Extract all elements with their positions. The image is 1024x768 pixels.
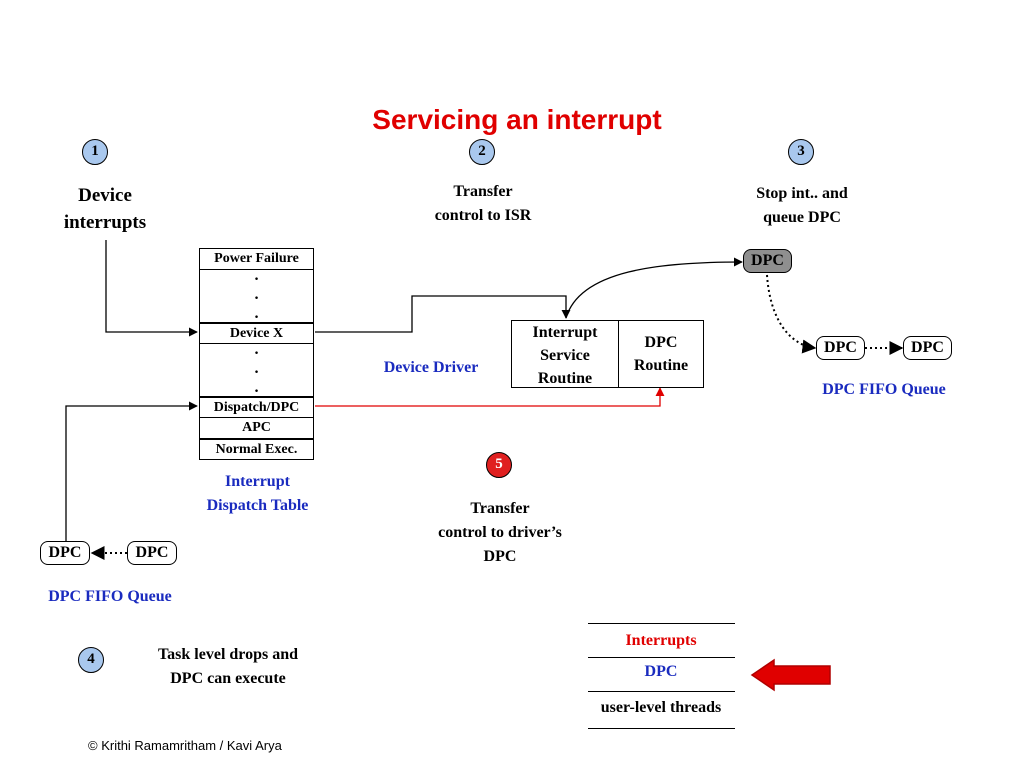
step-3-badge: 3	[788, 139, 814, 165]
arrow-device-to-table	[105, 240, 198, 337]
step-2-label: Transfer control to ISR	[434, 183, 532, 224]
prio-interrupts: Interrupts	[625, 632, 697, 649]
page-title: Servicing an interrupt	[372, 104, 662, 135]
step-5-label: Transfer control to driver’s DPC	[438, 500, 562, 565]
fifo-queue-left-label: DPC FIFO Queue	[48, 588, 172, 605]
prio-divider	[588, 691, 735, 692]
idt-row-dispatch-dpc: Dispatch/DPC	[199, 397, 314, 418]
idt-row-apc: APC	[199, 418, 314, 439]
fifo-right-dpc-2: DPC	[903, 336, 952, 360]
idt-gap-lower	[199, 344, 314, 397]
isr-box: Interrupt Service Routine	[511, 320, 619, 388]
fifo-left-dpc-1: DPC	[40, 541, 90, 565]
idt-gap-upper	[199, 270, 314, 323]
idt-row-power-failure: Power Failure	[199, 248, 314, 270]
arrow-dpc-to-dispatch	[65, 401, 198, 541]
prio-dpc: DPC	[644, 663, 678, 680]
arrow-isr-to-dpc	[565, 257, 743, 319]
dispatch-table-caption: Interrupt Dispatch Table	[206, 473, 309, 514]
step-3-label: Stop int.. and queue DPC	[756, 185, 848, 226]
idt-row-device-x: Device X	[199, 323, 314, 344]
step-1-badge: 1	[82, 139, 108, 165]
idt-dots-lower: · · ·	[253, 345, 260, 400]
step-4-label: Task level drops and DPC can execute	[157, 646, 299, 687]
idt-dots-upper: · · ·	[253, 271, 260, 326]
arrow-table-to-isr	[315, 295, 571, 333]
prio-user-threads: user-level threads	[600, 699, 722, 716]
fifo-left-dpc-2: DPC	[127, 541, 177, 565]
current-level-arrow	[750, 658, 831, 692]
step-2-badge: 2	[469, 139, 495, 165]
arrow-dpc-to-fifo	[766, 274, 817, 354]
prio-divider	[588, 623, 735, 624]
prio-divider	[588, 728, 735, 729]
fifo-queue-right-label: DPC FIFO Queue	[822, 381, 946, 398]
fifo-right-dpc-1: DPC	[816, 336, 865, 360]
step-5-badge: 5	[486, 452, 512, 478]
queued-dpc-node: DPC	[743, 249, 792, 273]
dpc-routine-box: DPC Routine	[618, 320, 704, 388]
idt-row-normal-exec: Normal Exec.	[199, 439, 314, 460]
step-1-label: Device interrupts	[63, 185, 147, 233]
prio-divider	[588, 657, 735, 658]
copyright: © Krithi Ramamritham / Kavi Arya	[88, 738, 282, 753]
device-driver-label: Device Driver	[383, 359, 479, 376]
step-4-badge: 4	[78, 647, 104, 673]
arrow-dispatch-to-dpc-routine	[315, 387, 665, 407]
